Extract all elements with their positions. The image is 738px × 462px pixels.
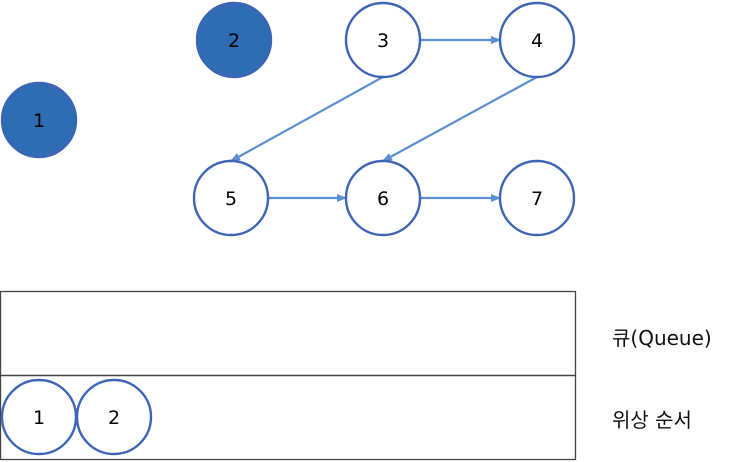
node-7: 7	[498, 159, 576, 237]
order-item-circle	[75, 378, 153, 456]
node-6: 6	[344, 159, 422, 237]
node-circle	[498, 159, 576, 237]
node-label: 1	[33, 110, 45, 132]
node-circle	[344, 1, 422, 79]
node-5: 5	[192, 159, 270, 237]
order-item-label: 2	[108, 407, 120, 429]
topological-order-label: 위상 순서	[612, 408, 692, 432]
graph-edges	[230, 36, 538, 202]
node-circle	[498, 1, 576, 79]
edge-3-5	[230, 76, 384, 162]
order-item-label: 1	[33, 407, 45, 429]
node-3: 3	[344, 1, 422, 79]
node-label: 3	[377, 30, 389, 52]
node-circle	[0, 81, 78, 159]
node-label: 2	[228, 30, 240, 52]
node-2: 2	[195, 1, 273, 79]
edge-4-6	[382, 76, 538, 162]
node-circle	[195, 1, 273, 79]
order-item-1: 1	[0, 378, 78, 456]
node-label: 4	[531, 30, 543, 52]
node-1: 1	[0, 81, 78, 159]
node-label: 5	[225, 188, 237, 210]
queue-label: 큐(Queue)	[612, 326, 712, 350]
node-4: 4	[498, 1, 576, 79]
graph-nodes: 1 2 3 4 5 6 7	[0, 1, 576, 237]
node-circle	[344, 159, 422, 237]
node-label: 7	[531, 188, 543, 210]
topological-order-box	[0, 374, 577, 461]
node-circle	[192, 159, 270, 237]
queue-box	[0, 290, 577, 377]
node-label: 6	[377, 188, 389, 210]
order-item-2: 2	[75, 378, 153, 456]
